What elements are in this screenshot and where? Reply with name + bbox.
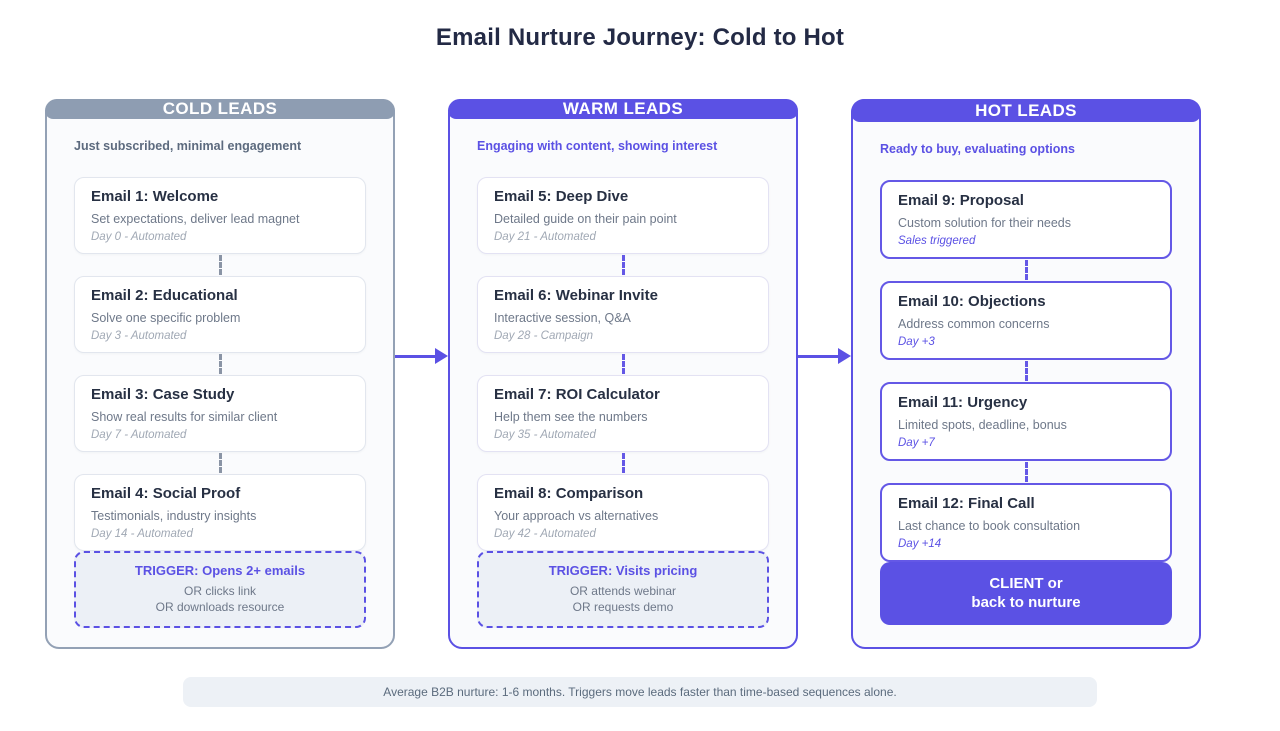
email-title: Email 6: Webinar Invite — [494, 287, 658, 304]
arrow-line — [798, 354, 842, 358]
email-desc: Set expectations, deliver lead magnet — [91, 212, 300, 226]
email-card-9: Email 9: Proposal Custom solution for th… — [880, 180, 1172, 259]
email-day: Day +7 — [898, 437, 935, 449]
email-day: Sales triggered — [898, 235, 976, 247]
trigger-line: OR requests demo — [572, 600, 674, 614]
dashed-connector — [218, 453, 222, 473]
dashed-connector — [1024, 260, 1028, 280]
page-title: Email Nurture Journey: Cold to Hot — [435, 24, 845, 51]
email-desc: Testimonials, industry insights — [91, 509, 257, 523]
hot-leads-subtitle: Ready to buy, evaluating options — [880, 142, 1075, 156]
email-day: Day 7 - Automated — [91, 429, 187, 441]
email-title: Email 9: Proposal — [898, 192, 1024, 209]
email-title: Email 1: Welcome — [91, 188, 219, 205]
email-title: Email 11: Urgency — [898, 394, 1028, 411]
email-nurture-diagram: Email Nurture Journey: Cold to Hot COLD … — [0, 24, 1280, 731]
cta-line-1: CLIENT or — [989, 575, 1063, 592]
email-day: Day 21 - Automated — [494, 231, 596, 243]
arrow-head-icon — [838, 348, 851, 364]
email-desc: Your approach vs alternatives — [494, 509, 659, 523]
email-card-5: Email 5: Deep Dive Detailed guide on the… — [477, 177, 769, 254]
email-desc: Show real results for similar client — [91, 410, 278, 424]
dashed-connector — [621, 354, 625, 374]
email-title: Email 4: Social Proof — [91, 485, 241, 502]
email-day: Day 14 - Automated — [91, 528, 193, 540]
email-card-12: Email 12: Final Call Last chance to book… — [880, 483, 1172, 562]
dashed-connector — [1024, 462, 1028, 482]
footer-note: Average B2B nurture: 1-6 months. Trigger… — [183, 677, 1097, 707]
client-or-back-to-nurture-button[interactable]: CLIENT or back to nurture — [880, 562, 1172, 625]
email-desc: Limited spots, deadline, bonus — [898, 418, 1067, 432]
email-title: Email 8: Comparison — [494, 485, 644, 502]
cta-line-2: back to nurture — [971, 594, 1081, 611]
email-desc: Interactive session, Q&A — [494, 311, 631, 325]
email-desc: Solve one specific problem — [91, 311, 241, 325]
email-day: Day +3 — [898, 336, 935, 348]
email-card-7: Email 7: ROI Calculator Help them see th… — [477, 375, 769, 452]
cold-leads-subtitle: Just subscribed, minimal engagement — [74, 139, 302, 153]
trigger-line: OR clicks link — [183, 584, 256, 598]
email-day: Day 3 - Automated — [91, 330, 187, 342]
trigger-title: TRIGGER: Opens 2+ emails — [134, 563, 306, 578]
email-title: Email 10: Objections — [898, 293, 1046, 310]
trigger-line: OR downloads resource — [155, 600, 285, 614]
column-gap — [395, 99, 448, 649]
email-title: Email 2: Educational — [91, 287, 238, 304]
dashed-connector — [218, 354, 222, 374]
email-desc: Detailed guide on their pain point — [494, 212, 677, 226]
email-card-3: Email 3: Case Study Show real results fo… — [74, 375, 366, 452]
email-card-1: Email 1: Welcome Set expectations, deliv… — [74, 177, 366, 254]
email-title: Email 3: Case Study — [91, 386, 235, 403]
cold-leads-header: COLD LEADS — [45, 99, 395, 119]
column-hot-leads: HOT LEADS Ready to buy, evaluating optio… — [851, 99, 1201, 649]
column-cold-leads: COLD LEADS Just subscribed, minimal enga… — [45, 99, 395, 649]
email-desc: Help them see the numbers — [494, 410, 648, 424]
warm-trigger-box: TRIGGER: Visits pricing OR attends webin… — [477, 551, 769, 628]
arrow-warm-to-hot — [798, 348, 851, 364]
arrow-cold-to-warm — [395, 348, 448, 364]
column-warm-leads: WARM LEADS Engaging with content, showin… — [448, 99, 798, 649]
dashed-connector — [621, 453, 625, 473]
trigger-title: TRIGGER: Visits pricing — [548, 563, 698, 578]
email-card-11: Email 11: Urgency Limited spots, deadlin… — [880, 382, 1172, 461]
email-day: Day 35 - Automated — [494, 429, 596, 441]
arrow-line — [395, 354, 439, 358]
warm-leads-subtitle: Engaging with content, showing interest — [477, 139, 718, 153]
email-desc: Last chance to book consultation — [898, 519, 1081, 533]
email-card-10: Email 10: Objections Address common conc… — [880, 281, 1172, 360]
email-title: Email 12: Final Call — [898, 495, 1035, 512]
email-day: Day +14 — [898, 538, 942, 550]
arrow-head-icon — [435, 348, 448, 364]
email-title: Email 7: ROI Calculator — [494, 386, 660, 403]
warm-leads-header: WARM LEADS — [448, 99, 798, 119]
column-gap — [798, 99, 851, 649]
email-card-4: Email 4: Social Proof Testimonials, indu… — [74, 474, 366, 551]
email-desc: Custom solution for their needs — [898, 216, 1072, 230]
cold-trigger-box: TRIGGER: Opens 2+ emails OR clicks link … — [74, 551, 366, 628]
footer-wrap: Average B2B nurture: 1-6 months. Trigger… — [0, 677, 1280, 707]
trigger-line: OR attends webinar — [569, 584, 677, 598]
email-desc: Address common concerns — [898, 317, 1050, 331]
warm-leads-body: Engaging with content, showing interest … — [450, 119, 796, 650]
email-day: Day 42 - Automated — [494, 528, 596, 540]
columns-row: COLD LEADS Just subscribed, minimal enga… — [45, 99, 1235, 649]
email-day: Day 28 - Campaign — [494, 330, 594, 342]
email-day: Day 0 - Automated — [91, 231, 187, 243]
email-card-8: Email 8: Comparison Your approach vs alt… — [477, 474, 769, 551]
cold-leads-body: Just subscribed, minimal engagement Emai… — [47, 119, 393, 650]
dashed-connector — [218, 255, 222, 275]
dashed-connector — [621, 255, 625, 275]
email-title: Email 5: Deep Dive — [494, 188, 629, 205]
email-card-2: Email 2: Educational Solve one specific … — [74, 276, 366, 353]
hot-leads-header: HOT LEADS — [851, 99, 1201, 122]
hot-leads-body: Ready to buy, evaluating options Email 9… — [853, 122, 1199, 647]
dashed-connector — [1024, 361, 1028, 381]
email-card-6: Email 6: Webinar Invite Interactive sess… — [477, 276, 769, 353]
